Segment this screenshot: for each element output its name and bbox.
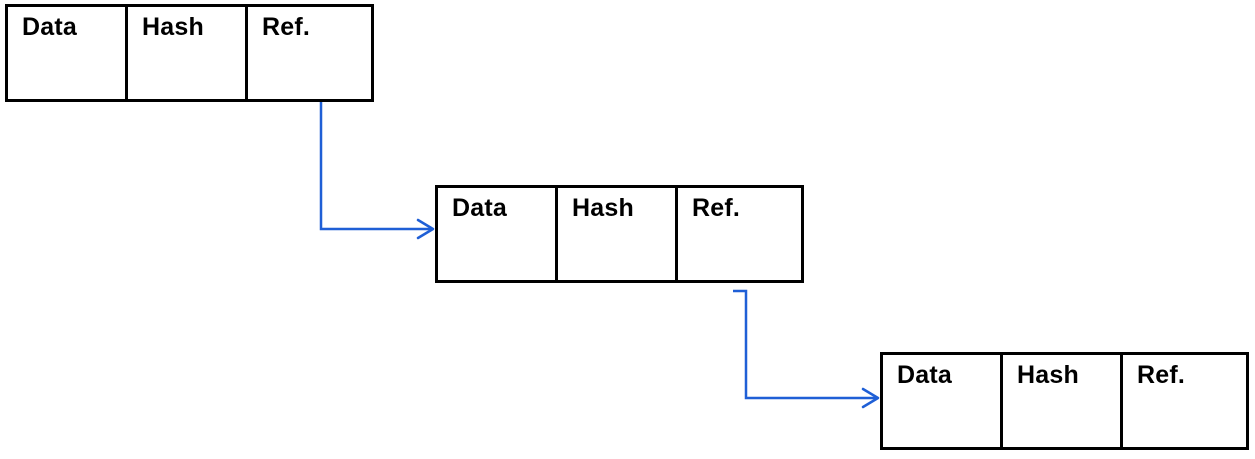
arrowhead-icon bbox=[861, 387, 880, 409]
block-2: Data Hash Ref. bbox=[435, 185, 804, 283]
connector-block1-to-block2 bbox=[319, 102, 435, 240]
block-1-data-field: Data bbox=[8, 7, 128, 99]
block-2-data-field: Data bbox=[438, 188, 558, 280]
arrowhead-icon bbox=[416, 218, 435, 240]
block-2-ref-field: Ref. bbox=[692, 194, 741, 222]
block-3-ref-field: Ref. bbox=[1137, 361, 1186, 389]
block-2-hash-field: Hash bbox=[558, 188, 678, 280]
block-3-data-field: Data bbox=[883, 355, 1003, 447]
connector-block2-to-block3 bbox=[733, 289, 880, 409]
block-3-hash-field: Hash bbox=[1003, 355, 1123, 447]
block-1-hash-field: Hash bbox=[128, 7, 248, 99]
connector-line bbox=[319, 102, 432, 231]
connector-line bbox=[733, 289, 877, 400]
block-1-ref-field: Ref. bbox=[262, 13, 311, 41]
block-1: Data Hash Ref. bbox=[5, 4, 374, 102]
block-3: Data Hash Ref. bbox=[880, 352, 1249, 450]
